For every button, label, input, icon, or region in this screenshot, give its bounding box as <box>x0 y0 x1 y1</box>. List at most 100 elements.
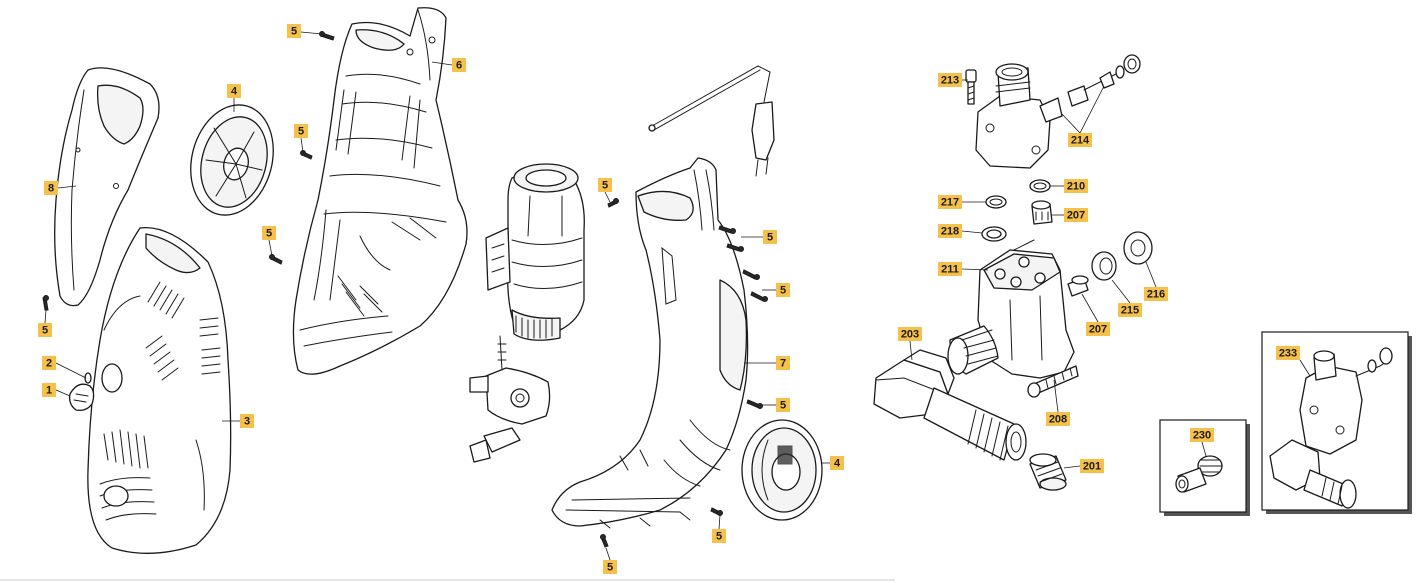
callout-label: 5 <box>607 562 613 574</box>
screw-icon <box>710 507 723 516</box>
leader-line <box>55 362 87 379</box>
callout-box <box>938 262 962 276</box>
callout-label: 214 <box>1071 135 1090 147</box>
callout-label: 233 <box>1279 348 1297 360</box>
callout-box <box>262 226 276 240</box>
callout-label: 208 <box>1049 414 1067 426</box>
callout-218: 218 <box>938 224 962 238</box>
callout-box <box>830 456 844 470</box>
leader-line <box>1201 441 1207 457</box>
callout-box <box>1064 208 1088 222</box>
callout-8: 8 <box>44 181 58 195</box>
callout-box <box>287 24 301 38</box>
callout-label: 4 <box>231 86 238 98</box>
screw-icon <box>42 295 49 311</box>
callout-box <box>763 230 777 244</box>
callout-box <box>598 178 612 192</box>
leader-line <box>718 514 721 530</box>
callout-3: 3 <box>240 414 254 428</box>
front-vent-slots <box>99 281 221 521</box>
callout-label: 230 <box>1193 430 1211 442</box>
part-207-valve-a <box>1031 200 1053 225</box>
callout-box <box>38 323 52 337</box>
leader-line <box>961 268 989 271</box>
leader-line <box>1063 465 1081 469</box>
leader-line <box>604 191 611 203</box>
callout-230: 230 <box>1190 428 1214 442</box>
leader-line <box>1111 279 1131 304</box>
screw-icon <box>269 254 283 265</box>
part-208-bolt <box>1027 365 1079 398</box>
callout-207: 207 <box>1064 208 1088 222</box>
leader-line <box>1061 113 1081 134</box>
part-4-wheel-left <box>190 104 274 216</box>
callout-box <box>44 181 58 195</box>
callout-label: 6 <box>456 60 462 72</box>
callout-box <box>1144 287 1168 301</box>
callout-label: 203 <box>901 329 919 341</box>
callout-4: 4 <box>830 456 844 470</box>
callout-5: 5 <box>38 323 52 337</box>
part-3-front-housing <box>87 226 232 554</box>
callout-6: 6 <box>452 58 466 72</box>
callout-4: 4 <box>227 84 241 98</box>
callout-box <box>42 356 56 370</box>
callout-216: 216 <box>1144 287 1168 301</box>
callout-label: 218 <box>941 226 959 238</box>
callout-box <box>938 224 962 238</box>
screw-icon <box>319 31 335 41</box>
callout-1: 1 <box>42 383 56 397</box>
callout-label: 213 <box>941 75 959 87</box>
callout-box <box>1276 346 1300 360</box>
part-215-seal <box>1091 251 1117 281</box>
callout-label: 5 <box>780 400 786 412</box>
callout-7: 7 <box>776 356 790 370</box>
callout-214: 214 <box>1068 133 1092 147</box>
leader-line <box>961 230 983 234</box>
screw-icon <box>300 150 313 160</box>
callout-label: 215 <box>1121 305 1139 317</box>
callout-box <box>1086 322 1110 336</box>
callout-label: 217 <box>941 197 959 209</box>
callout-208: 208 <box>1046 412 1070 426</box>
callout-label: 5 <box>780 285 786 297</box>
callout-box <box>776 398 790 412</box>
part-201-filter <box>1029 453 1067 491</box>
leader-line <box>1145 261 1157 288</box>
callout-box <box>938 195 962 209</box>
part-211-pump-body <box>947 239 1075 379</box>
leader-line <box>57 185 77 189</box>
screw-icon <box>750 291 768 302</box>
callout-5: 5 <box>294 124 308 138</box>
power-cord-plug <box>648 65 775 177</box>
callout-leaders <box>44 31 1311 561</box>
part-8-handle-shell <box>54 67 160 307</box>
callout-label: 3 <box>244 416 250 428</box>
callout-label: 2 <box>46 358 52 370</box>
callout-5: 5 <box>776 398 790 412</box>
callout-box <box>1064 179 1088 193</box>
leader-line <box>605 547 611 561</box>
callout-label: 201 <box>1083 461 1101 473</box>
part-203-pipe <box>873 349 1027 461</box>
callout-box <box>1190 428 1214 442</box>
callout-5: 5 <box>712 529 726 543</box>
callout-label: 5 <box>767 232 773 244</box>
callout-201: 201 <box>1080 459 1104 473</box>
callout-5: 5 <box>776 283 790 297</box>
callout-5: 5 <box>763 230 777 244</box>
pump-head-small <box>469 335 551 463</box>
part-207-valve-b <box>1067 275 1089 297</box>
callout-233: 233 <box>1276 346 1300 360</box>
callout-label: 210 <box>1067 181 1085 193</box>
callout-label: 207 <box>1089 324 1107 336</box>
callout-box <box>603 560 617 574</box>
callout-box <box>776 356 790 370</box>
part-213-bolt <box>965 69 977 105</box>
screw-icon <box>742 269 760 280</box>
callout-2: 2 <box>42 356 56 370</box>
part-7-main-frame <box>551 157 749 529</box>
callout-label: 5 <box>602 180 608 192</box>
inset-233 <box>1261 331 1412 514</box>
leader-line <box>909 340 913 361</box>
